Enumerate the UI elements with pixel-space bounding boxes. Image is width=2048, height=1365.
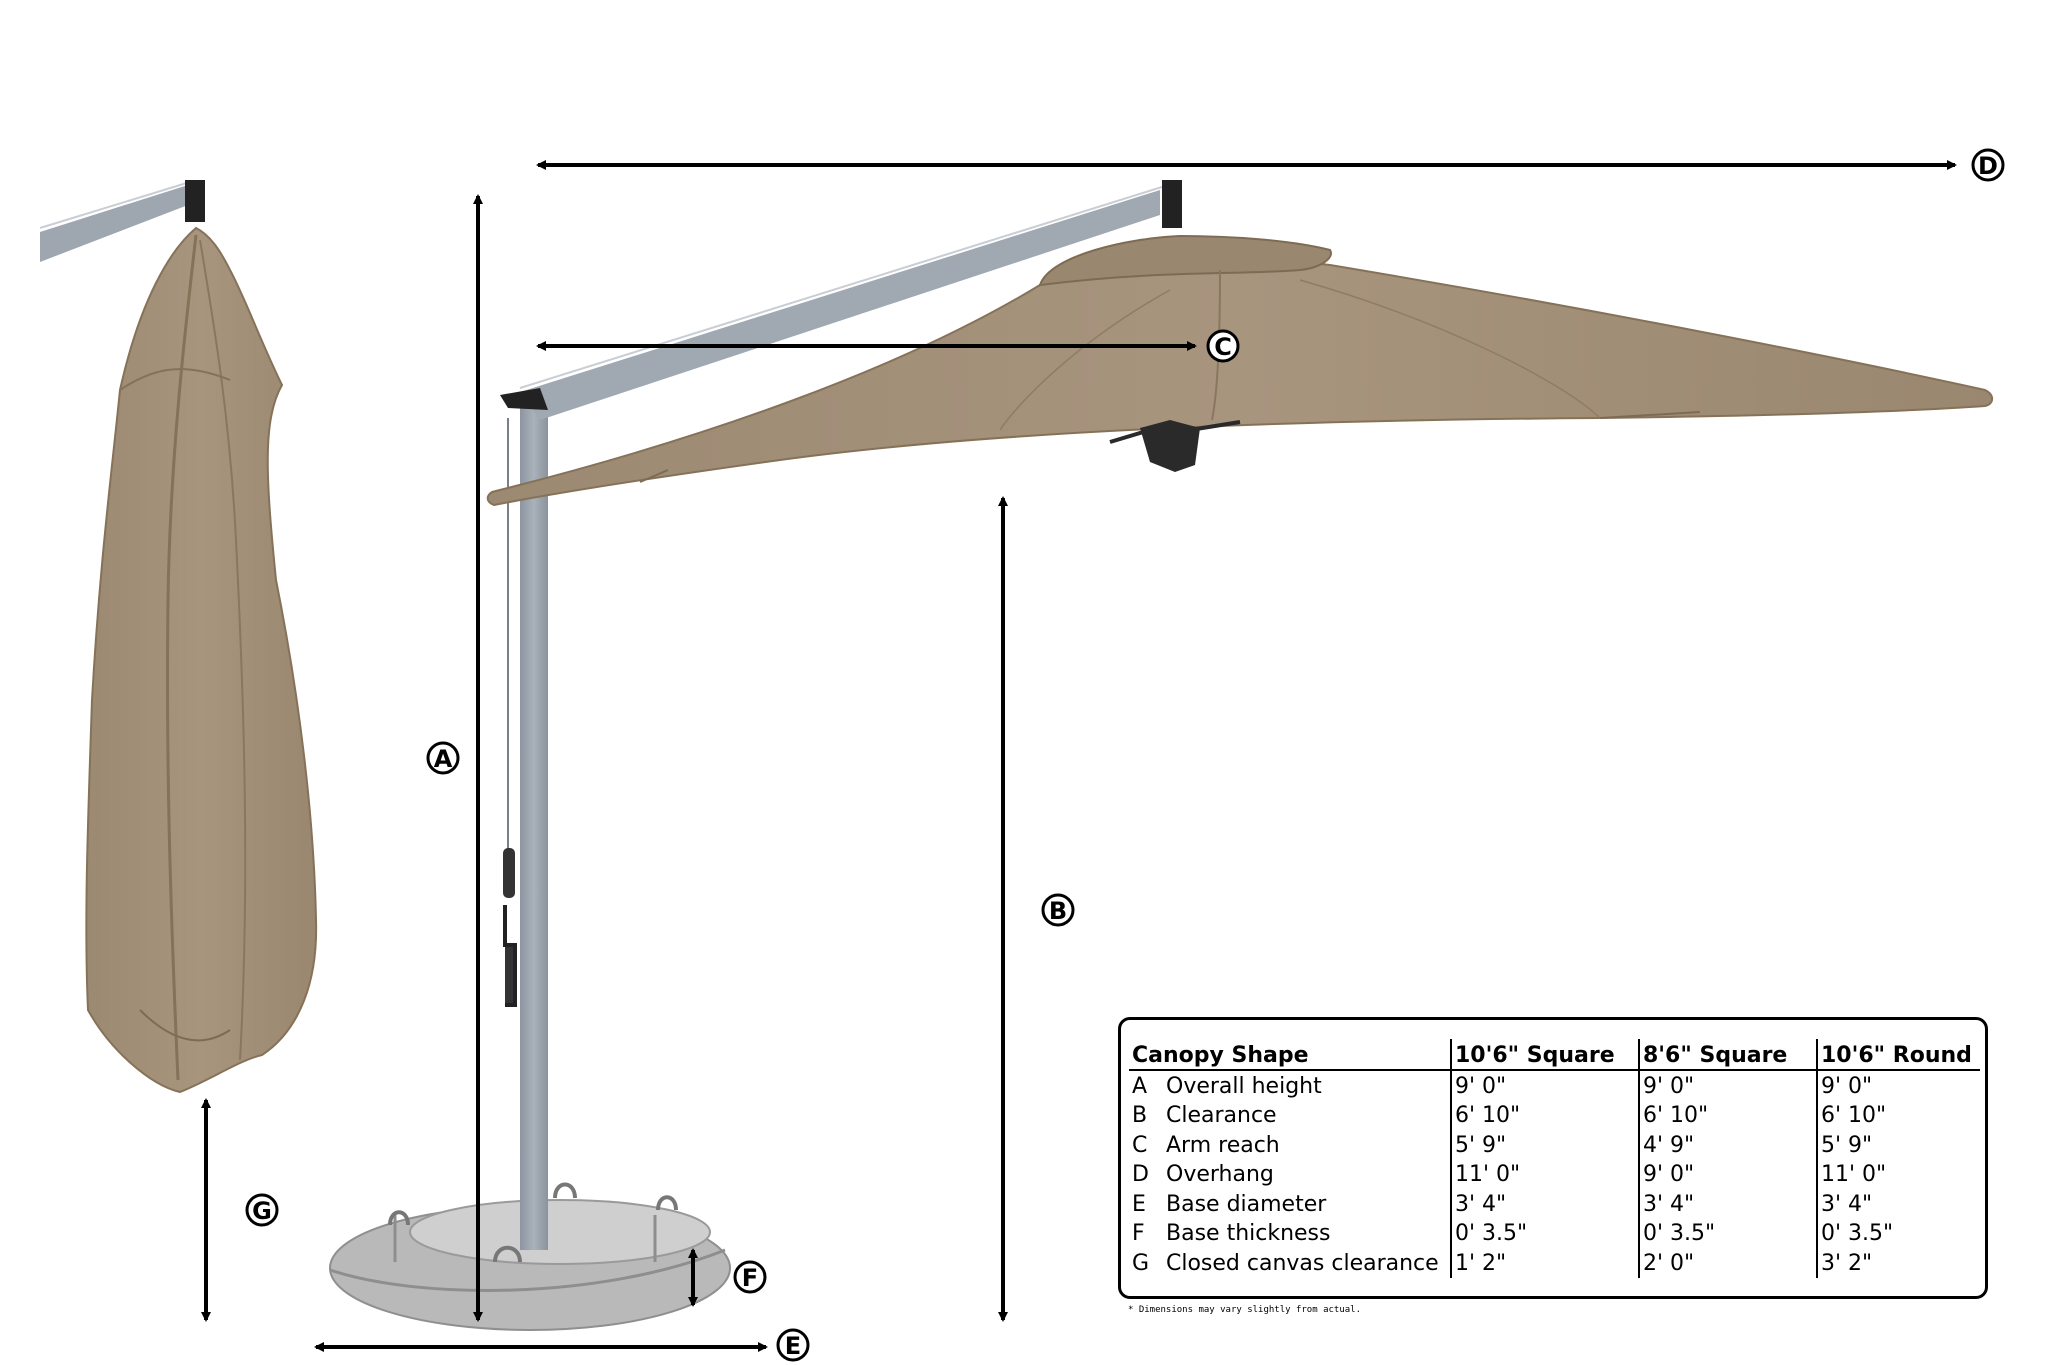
dimension-letter: A [1132, 1073, 1148, 1099]
svg-text:C: C [1214, 333, 1232, 361]
label-c: C [1206, 329, 1240, 363]
dimension-value-cell: 11' 0" [1450, 1159, 1639, 1189]
dimension-value-cell: 2' 0" [1638, 1248, 1817, 1278]
dimensions-table: Canopy Shape 10'6" Square 8'6" Square 10… [1118, 1017, 1988, 1299]
label-e: E [776, 1328, 810, 1362]
dimension-name: Base diameter [1166, 1191, 1327, 1217]
svg-text:D: D [1978, 152, 1998, 180]
dimension-value-cell: 3' 4" [1816, 1189, 1980, 1219]
table-row: D Overhang 11' 0"9' 0"11' 0" [1129, 1159, 1980, 1190]
closed-umbrella-bracket [185, 180, 205, 222]
closed-umbrella-arm [40, 185, 188, 262]
label-g: G [245, 1193, 279, 1227]
dimension-value-cell: 9' 0" [1638, 1070, 1817, 1101]
dimension-name-cell: G Closed canvas clearance [1129, 1248, 1451, 1278]
dimension-value-cell: 9' 0" [1816, 1070, 1980, 1101]
dimension-name-cell: D Overhang [1129, 1160, 1451, 1190]
header-8-6-square: 8'6" Square [1638, 1039, 1817, 1071]
label-b: B [1041, 893, 1075, 927]
header-10-6-square: 10'6" Square [1450, 1039, 1639, 1071]
dimension-value-cell: 0' 3.5" [1638, 1218, 1817, 1248]
dimension-value-cell: 6' 10" [1816, 1100, 1980, 1130]
dimension-letter: E [1132, 1191, 1146, 1217]
dimension-name: Overall height [1166, 1073, 1322, 1099]
dimension-value-cell: 0' 3.5" [1450, 1218, 1639, 1248]
dimension-name: Overhang [1166, 1162, 1274, 1188]
dimension-name-cell: C Arm reach [1129, 1130, 1451, 1160]
svg-text:E: E [785, 1332, 801, 1360]
dimension-value-cell: 3' 4" [1638, 1189, 1817, 1219]
dimension-name-cell: A Overall height [1129, 1070, 1451, 1101]
umbrella-arm [520, 190, 1160, 420]
label-d: D [1971, 148, 2005, 182]
dimension-value-cell: 9' 0" [1638, 1159, 1817, 1189]
dimension-labels: A B C D E F G [245, 148, 2005, 1362]
label-f: F [733, 1260, 767, 1294]
umbrella-canopy [486, 255, 1994, 507]
header-10-6-round: 10'6" Round [1816, 1039, 1980, 1071]
table-row: C Arm reach 5' 9"4' 9"5' 9" [1129, 1130, 1980, 1160]
dimension-value-cell: 3' 4" [1450, 1189, 1639, 1219]
dimension-value-cell: 0' 3.5" [1816, 1218, 1980, 1248]
arm-end-bracket [1162, 180, 1182, 228]
dimension-value-cell: 9' 0" [1450, 1070, 1639, 1101]
closed-umbrella-canopy [85, 226, 318, 1094]
open-umbrella [329, 180, 1994, 1331]
dimension-letter: D [1132, 1162, 1149, 1188]
dimension-name-cell: E Base diameter [1129, 1189, 1451, 1219]
crank-handle [503, 848, 515, 898]
header-canopy-shape: Canopy Shape [1129, 1039, 1451, 1071]
dimension-letter: B [1132, 1103, 1148, 1129]
dimension-value-cell: 5' 9" [1450, 1130, 1639, 1160]
dimension-lines [314, 160, 1957, 1352]
svg-text:G: G [252, 1197, 272, 1225]
closed-umbrella [39, 180, 318, 1322]
dimension-value-cell: 3' 2" [1816, 1248, 1980, 1278]
dimension-value-cell: 6' 10" [1450, 1100, 1639, 1130]
dimension-value-cell: 5' 9" [1816, 1130, 1980, 1160]
dimension-value-cell: 11' 0" [1816, 1159, 1980, 1189]
table-row: G Closed canvas clearance 1' 2"2' 0"3' 2" [1129, 1248, 1980, 1278]
table-header-row: Canopy Shape 10'6" Square 8'6" Square 10… [1129, 1039, 1980, 1071]
svg-text:A: A [434, 745, 453, 773]
label-a: A [426, 741, 460, 775]
dimension-name-cell: F Base thickness [1129, 1219, 1451, 1249]
dimension-name: Clearance [1166, 1103, 1277, 1129]
dimension-value-cell: 6' 10" [1638, 1100, 1817, 1130]
svg-text:B: B [1049, 897, 1067, 925]
dimension-name: Closed canvas clearance [1166, 1250, 1439, 1276]
dimension-letter: C [1132, 1132, 1148, 1158]
umbrella-pole [520, 395, 548, 1250]
dimension-letter: G [1132, 1250, 1150, 1276]
dimension-name: Base thickness [1166, 1221, 1331, 1247]
dimension-value-cell: 4' 9" [1638, 1130, 1817, 1160]
dimension-value-cell: 1' 2" [1450, 1248, 1639, 1278]
canopy-hub [1140, 420, 1200, 472]
dimension-name-cell: B Clearance [1129, 1101, 1451, 1131]
svg-text:F: F [742, 1264, 758, 1292]
footnote: * Dimensions may vary slightly from actu… [1128, 1305, 1361, 1315]
dimension-letter: F [1132, 1221, 1145, 1247]
dimension-name: Arm reach [1166, 1132, 1280, 1158]
